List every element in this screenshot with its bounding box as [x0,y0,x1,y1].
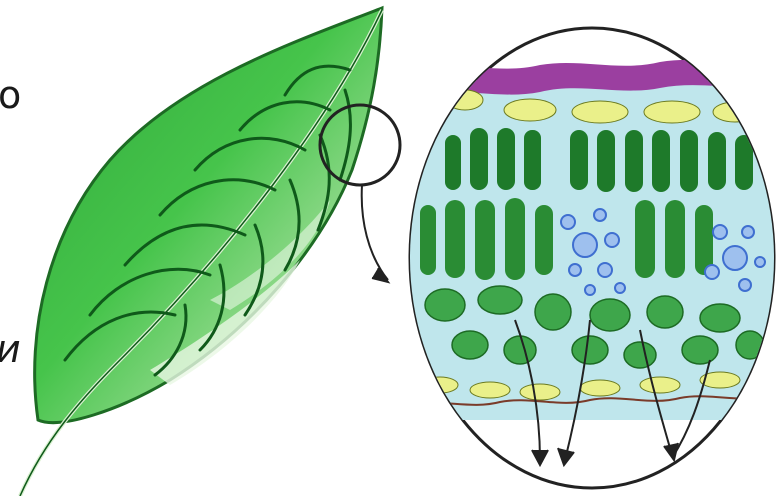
pointer-arrow [362,185,388,282]
leaf-cross-section [400,28,779,488]
leaf [20,8,382,496]
